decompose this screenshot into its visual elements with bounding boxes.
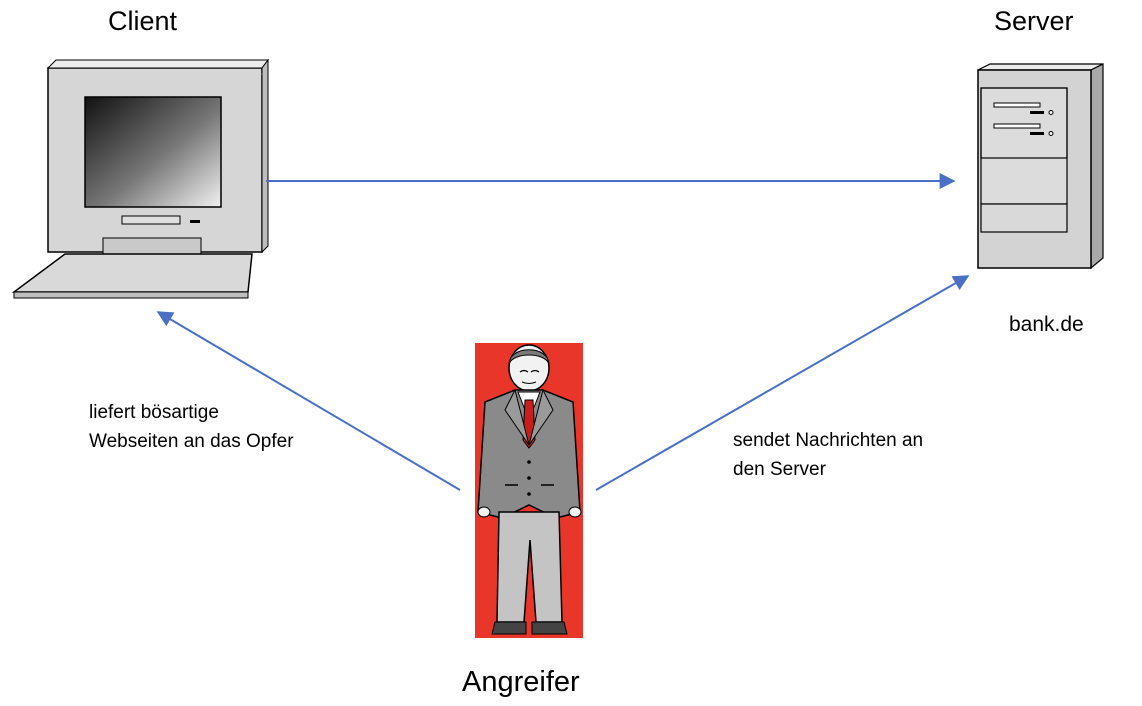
computer-icon — [11, 58, 269, 299]
server-label: Server — [994, 6, 1074, 36]
attack-client-edge-label: liefert bösartige Webseiten an das Opfer — [89, 402, 294, 452]
attacker-label: Angreifer — [462, 666, 580, 698]
attacker-person-icon — [475, 343, 583, 638]
client-label: Client — [108, 6, 178, 36]
attack-server-edge-label: sendet Nachrichten an den Server — [733, 430, 924, 480]
server-domain-label: bank.de — [1009, 313, 1084, 336]
server-tower-icon — [977, 63, 1104, 270]
arrow-attacker-to-server — [595, 275, 970, 491]
arrow-attacker-to-client — [156, 311, 461, 491]
